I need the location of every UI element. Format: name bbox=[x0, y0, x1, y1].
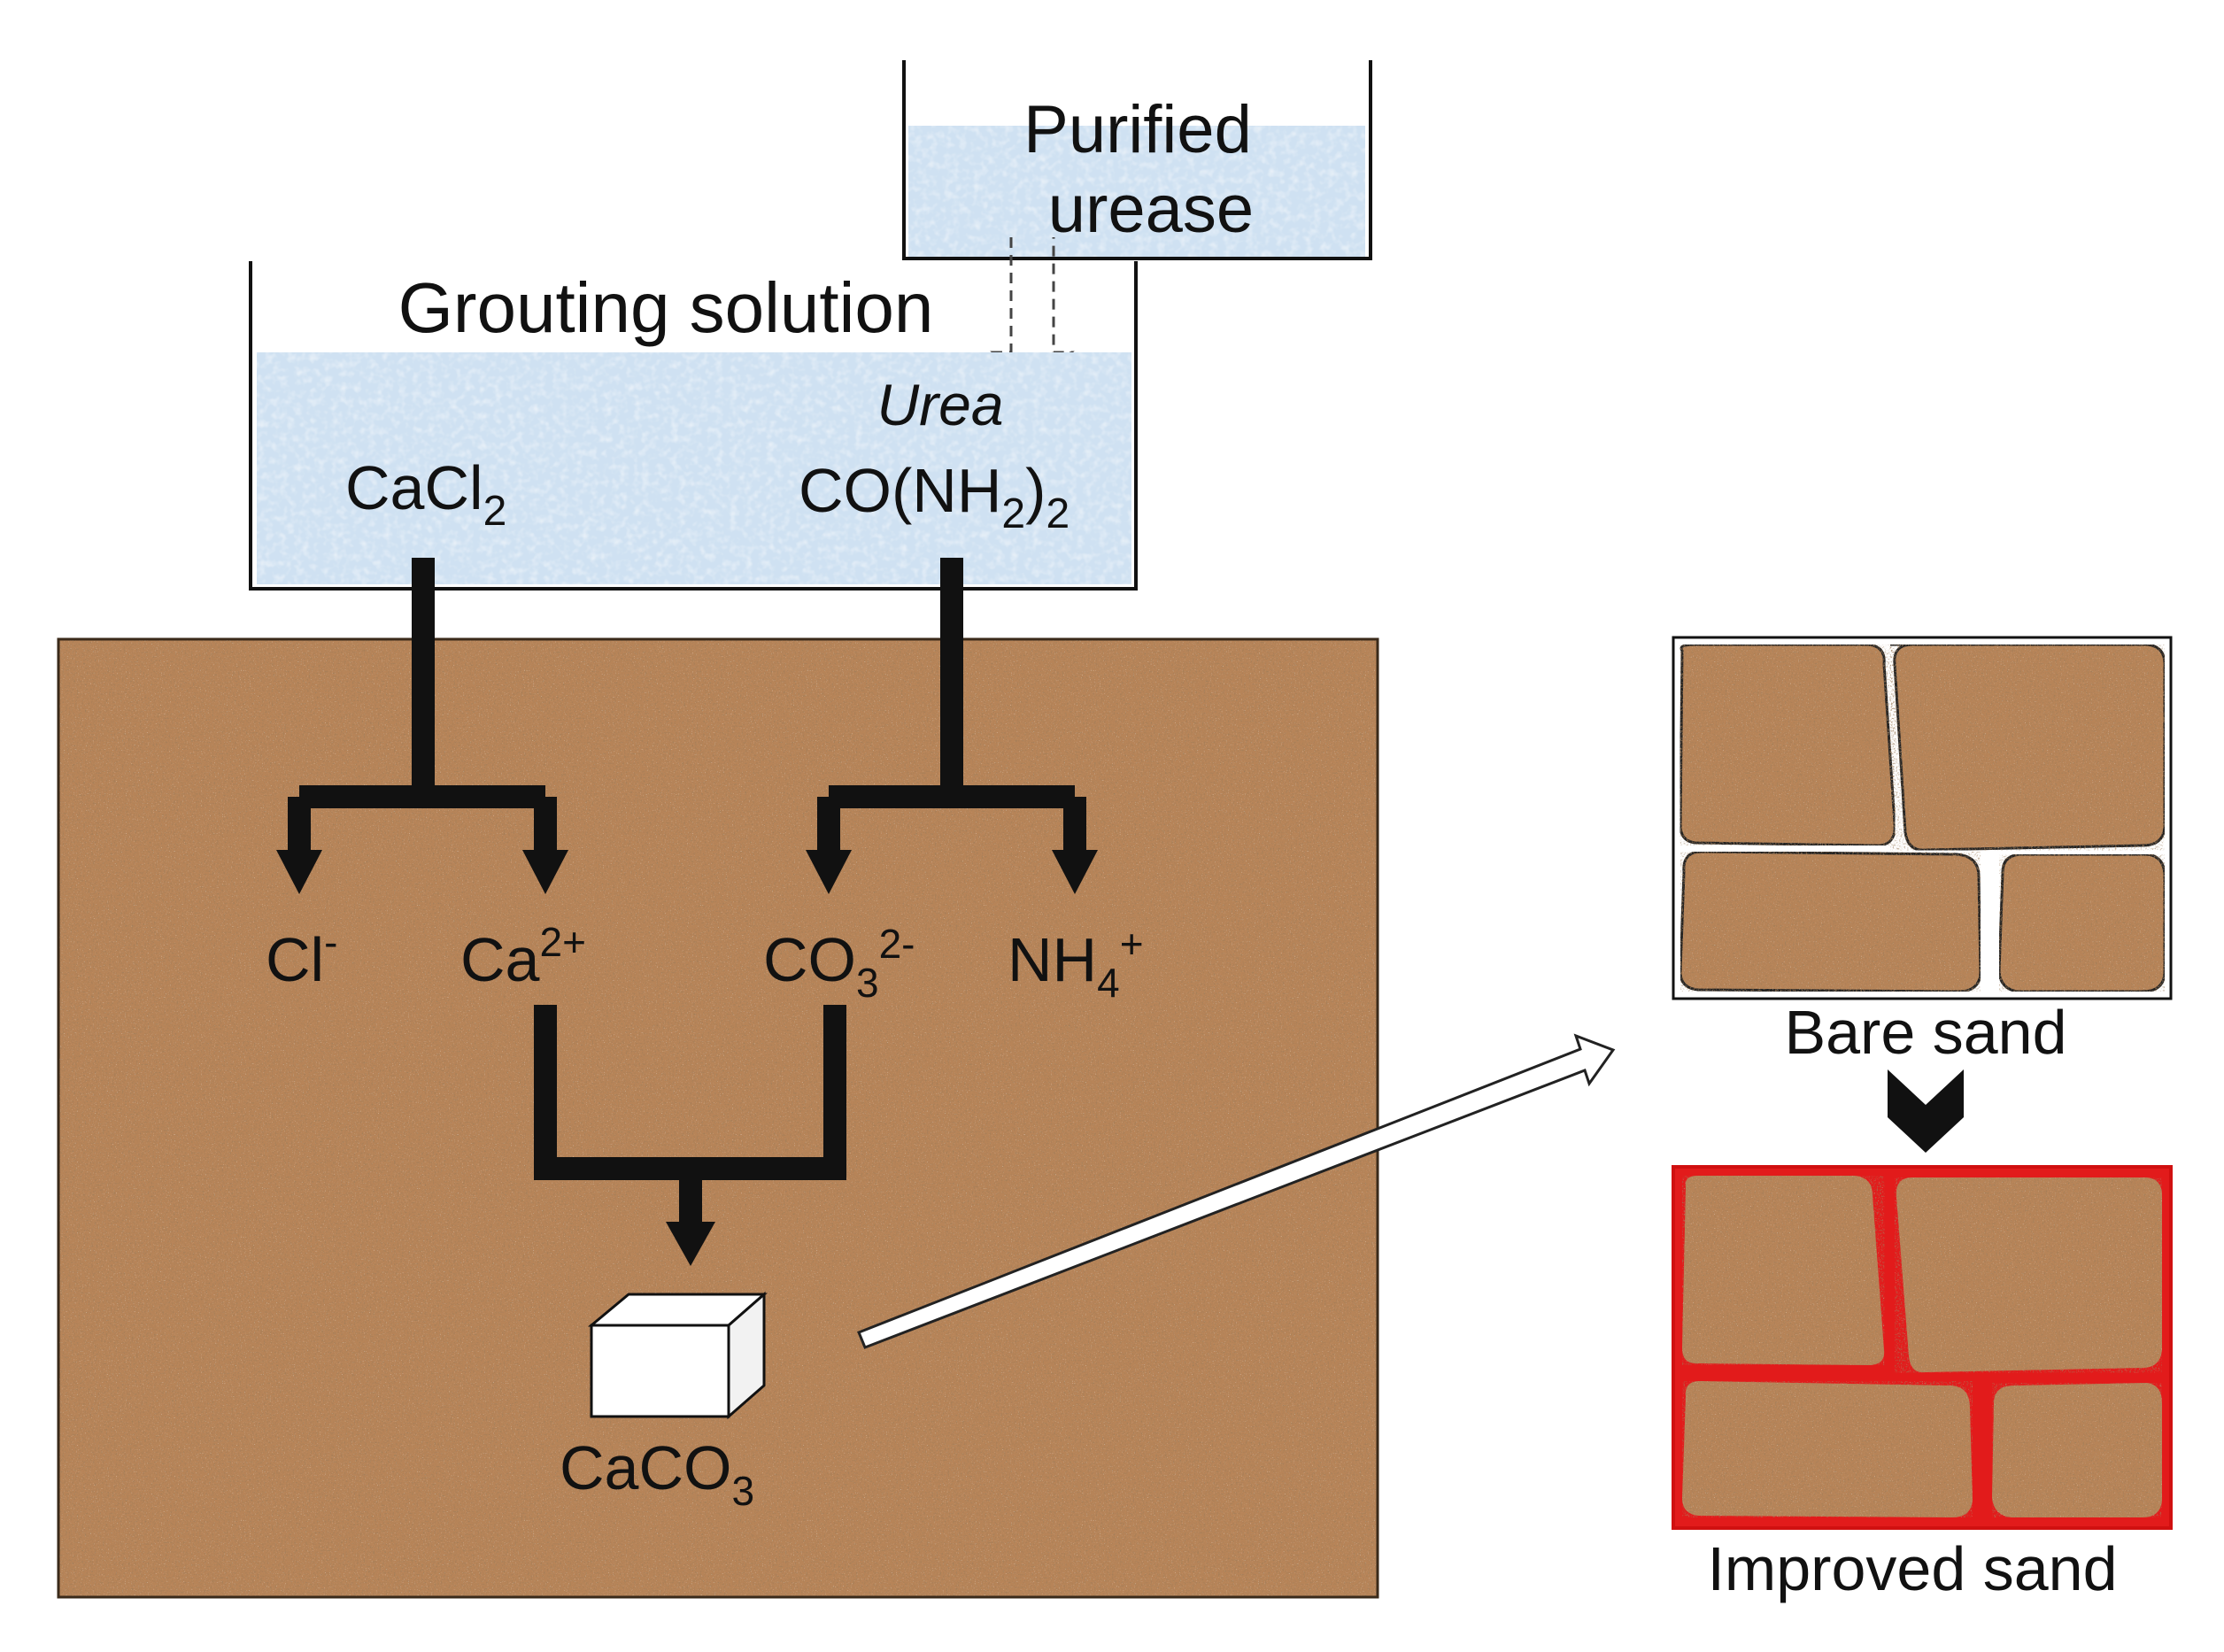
urea-label: Urea bbox=[876, 372, 1003, 437]
ammonium-ion: NH4+ bbox=[1008, 921, 1144, 1006]
urea-formula: CO(NH2)2 bbox=[799, 456, 1070, 537]
arrowhead-calcium bbox=[522, 850, 568, 894]
soil-border bbox=[57, 637, 1379, 1599]
grouting-title: Grouting solution bbox=[398, 268, 934, 347]
bare-sand-inset: Bare sand bbox=[1672, 636, 2173, 1067]
arrowhead-ammonium bbox=[1052, 850, 1098, 894]
urease-liquid bbox=[908, 126, 1365, 257]
arrowhead-caco3 bbox=[666, 1222, 715, 1266]
urease-tank-wall bbox=[902, 60, 1372, 260]
arrowhead-carbonate bbox=[806, 850, 852, 894]
chloride-ion: Cl- bbox=[266, 919, 337, 994]
improved-sand-label: Improved sand bbox=[1707, 1534, 2117, 1603]
carbonate-ion: CO32- bbox=[763, 921, 915, 1006]
caco3-crystal: CaCO3 bbox=[560, 1291, 768, 1514]
improved-sand-inset: Improved sand bbox=[1672, 1165, 2173, 1603]
cacl2-formula: CaCl2 bbox=[345, 453, 506, 535]
improved-grain-3 bbox=[1682, 1381, 1973, 1517]
grouting-liquid bbox=[257, 352, 1131, 584]
bare-grain-3 bbox=[1679, 850, 1982, 993]
improved-grain-1 bbox=[1682, 1176, 1885, 1365]
calcium-ion: Ca2+ bbox=[460, 919, 586, 994]
grouting-tank-wall bbox=[249, 261, 1138, 591]
arrowheads bbox=[276, 850, 1098, 1266]
caco3-label: CaCO3 bbox=[560, 1433, 754, 1514]
urease-tank: Purified urease bbox=[902, 60, 1372, 260]
bare-grain-1 bbox=[1679, 643, 1896, 847]
crystal-front bbox=[590, 1324, 730, 1418]
soil-block bbox=[57, 637, 1379, 1599]
improved-grain-4 bbox=[1992, 1383, 2162, 1517]
arrowhead-chloride bbox=[276, 850, 322, 894]
bare-grain-2 bbox=[1890, 643, 2166, 852]
improved-grain-2 bbox=[1895, 1177, 2162, 1373]
ion-labels: Cl- Ca2+ CO32- NH4+ bbox=[266, 919, 1144, 1006]
soil-body bbox=[58, 639, 1378, 1597]
bare-sand-label: Bare sand bbox=[1784, 998, 2066, 1067]
zoom-arrow bbox=[857, 1033, 1616, 1349]
urease-label-line1: Purified bbox=[1023, 92, 1252, 167]
grouting-tank: Grouting solution Urea CaCl2 CO(NH2)2 bbox=[249, 261, 1138, 591]
urease-label-line2: urease bbox=[1048, 172, 1254, 247]
chevron-down-icon bbox=[1888, 1069, 1964, 1153]
bare-grain-4 bbox=[1997, 853, 2166, 993]
reaction-arrows bbox=[288, 558, 1086, 1226]
